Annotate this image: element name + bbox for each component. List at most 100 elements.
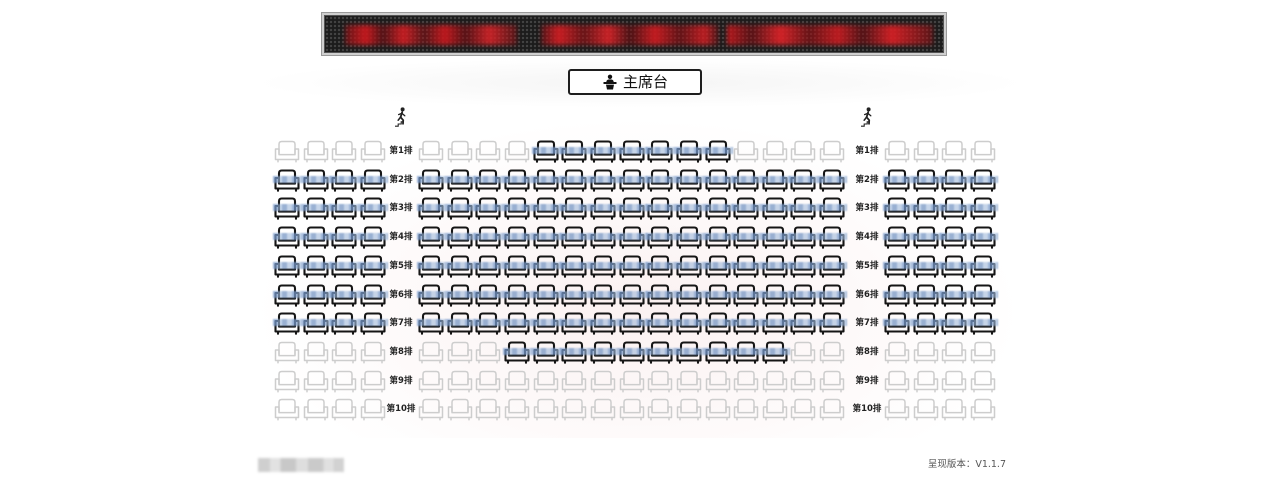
seat[interactable]	[273, 197, 302, 221]
seat[interactable]	[674, 255, 704, 278]
seat[interactable]	[502, 226, 532, 249]
seat[interactable]	[732, 197, 762, 221]
seat[interactable]	[617, 283, 647, 307]
seat[interactable]	[274, 140, 300, 163]
seat[interactable]	[273, 255, 302, 278]
seat[interactable]	[705, 370, 731, 393]
seat[interactable]	[883, 283, 912, 307]
seat[interactable]	[358, 255, 388, 278]
seat[interactable]	[940, 197, 970, 221]
seat[interactable]	[617, 169, 647, 192]
seat[interactable]	[330, 197, 360, 221]
seat[interactable]	[303, 370, 329, 393]
seat[interactable]	[732, 341, 762, 364]
seat[interactable]	[819, 370, 845, 393]
seat[interactable]	[674, 226, 704, 249]
seat[interactable]	[760, 226, 790, 249]
seat[interactable]	[703, 341, 733, 364]
seat[interactable]	[760, 197, 790, 221]
seat[interactable]	[703, 312, 733, 336]
seat[interactable]	[647, 398, 673, 421]
seat[interactable]	[417, 197, 446, 221]
seat[interactable]	[303, 341, 329, 364]
seat[interactable]	[417, 283, 446, 307]
seat[interactable]	[940, 226, 970, 249]
seat[interactable]	[301, 169, 331, 192]
seat[interactable]	[360, 341, 386, 364]
seat[interactable]	[531, 312, 561, 336]
seat[interactable]	[883, 255, 912, 278]
seat[interactable]	[762, 398, 788, 421]
seat[interactable]	[274, 398, 300, 421]
seat[interactable]	[560, 255, 590, 278]
seat[interactable]	[531, 197, 561, 221]
seat[interactable]	[531, 283, 561, 307]
seat[interactable]	[913, 341, 939, 364]
seat[interactable]	[560, 341, 590, 364]
seat[interactable]	[617, 255, 647, 278]
seat[interactable]	[789, 169, 819, 192]
seat[interactable]	[417, 169, 446, 192]
seat[interactable]	[646, 226, 676, 249]
seat[interactable]	[531, 226, 561, 249]
seat[interactable]	[940, 255, 970, 278]
seat[interactable]	[911, 197, 941, 221]
seat[interactable]	[331, 341, 357, 364]
seat[interactable]	[301, 197, 331, 221]
seat[interactable]	[789, 255, 819, 278]
seat[interactable]	[732, 283, 762, 307]
seat[interactable]	[789, 197, 819, 221]
seat[interactable]	[646, 312, 676, 336]
seat[interactable]	[502, 197, 532, 221]
seat[interactable]	[732, 312, 762, 336]
seat[interactable]	[418, 341, 444, 364]
seat[interactable]	[331, 140, 357, 163]
seat[interactable]	[703, 283, 733, 307]
seat[interactable]	[360, 370, 386, 393]
seat[interactable]	[588, 255, 618, 278]
seat[interactable]	[703, 226, 733, 249]
seat[interactable]	[502, 255, 532, 278]
seat[interactable]	[447, 341, 473, 364]
seat[interactable]	[760, 283, 790, 307]
seat[interactable]	[647, 370, 673, 393]
seat[interactable]	[883, 197, 912, 221]
seat[interactable]	[273, 283, 302, 307]
seat[interactable]	[884, 370, 910, 393]
seat[interactable]	[447, 398, 473, 421]
seat[interactable]	[560, 312, 590, 336]
seat[interactable]	[330, 226, 360, 249]
seat[interactable]	[475, 398, 501, 421]
seat[interactable]	[968, 312, 998, 336]
seat[interactable]	[703, 255, 733, 278]
seat[interactable]	[590, 370, 616, 393]
seat[interactable]	[646, 341, 676, 364]
seat[interactable]	[360, 140, 386, 163]
seat[interactable]	[561, 398, 587, 421]
seat[interactable]	[646, 140, 676, 163]
seat[interactable]	[617, 197, 647, 221]
seat[interactable]	[475, 370, 501, 393]
seat[interactable]	[968, 283, 998, 307]
seat[interactable]	[418, 140, 444, 163]
seat[interactable]	[560, 197, 590, 221]
seat[interactable]	[703, 197, 733, 221]
seat[interactable]	[474, 283, 504, 307]
seat[interactable]	[674, 169, 704, 192]
seat[interactable]	[330, 255, 360, 278]
seat[interactable]	[913, 140, 939, 163]
seat[interactable]	[760, 312, 790, 336]
seat[interactable]	[445, 169, 475, 192]
seat[interactable]	[533, 370, 559, 393]
seat[interactable]	[445, 255, 475, 278]
seat[interactable]	[646, 169, 676, 192]
seat[interactable]	[447, 140, 473, 163]
seat[interactable]	[330, 169, 360, 192]
seat[interactable]	[273, 226, 302, 249]
seat[interactable]	[303, 140, 329, 163]
seat[interactable]	[733, 370, 759, 393]
seat[interactable]	[733, 140, 759, 163]
seat[interactable]	[588, 169, 618, 192]
seat[interactable]	[588, 226, 618, 249]
seat[interactable]	[417, 226, 446, 249]
